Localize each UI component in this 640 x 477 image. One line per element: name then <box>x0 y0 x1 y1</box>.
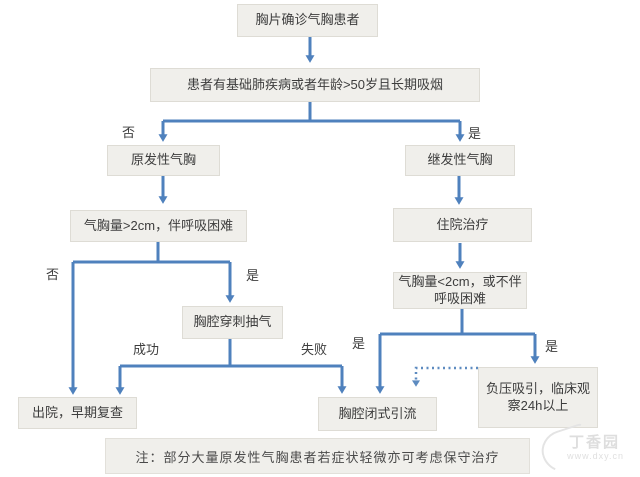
node-risk: 患者有基础肺疾病或者年龄>50岁且长期吸烟 <box>150 68 480 102</box>
footnote: 注：部分大量原发性气胸患者若症状轻微亦可考虑保守治疗 <box>105 438 530 474</box>
node-drainage: 胸腔闭式引流 <box>318 397 437 431</box>
node-discharge: 出院，早期复查 <box>18 397 137 429</box>
connector-trunks <box>73 101 535 368</box>
edge-label-yes-4: 是 <box>545 339 559 354</box>
node-lt2cm: 气胸量<2cm，或不伴呼吸困难 <box>393 272 527 309</box>
node-primary: 原发性气胸 <box>107 145 220 176</box>
node-gt2cm: 气胸量>2cm，伴呼吸困难 <box>70 210 247 242</box>
edge-label-no-2: 否 <box>46 267 60 282</box>
edge-label-success: 成功 <box>133 342 160 357</box>
node-secondary: 继发性气胸 <box>405 145 515 176</box>
edge-label-no-1: 否 <box>122 125 136 140</box>
edge-label-yes-1: 是 <box>468 126 482 141</box>
node-suction: 负压吸引，临床观察24h以上 <box>478 367 598 428</box>
node-confirm: 胸片确诊气胸患者 <box>237 4 378 37</box>
edge-label-yes-3: 是 <box>352 336 366 351</box>
node-hospital: 住院治疗 <box>393 208 532 242</box>
connector-arrows <box>68 36 540 395</box>
edge-label-failure: 失败 <box>301 342 328 357</box>
edge-label-yes-2: 是 <box>246 268 260 283</box>
node-aspiration: 胸腔穿刺抽气 <box>182 306 283 339</box>
dotted-connector-suction-to-drainage <box>412 366 478 387</box>
